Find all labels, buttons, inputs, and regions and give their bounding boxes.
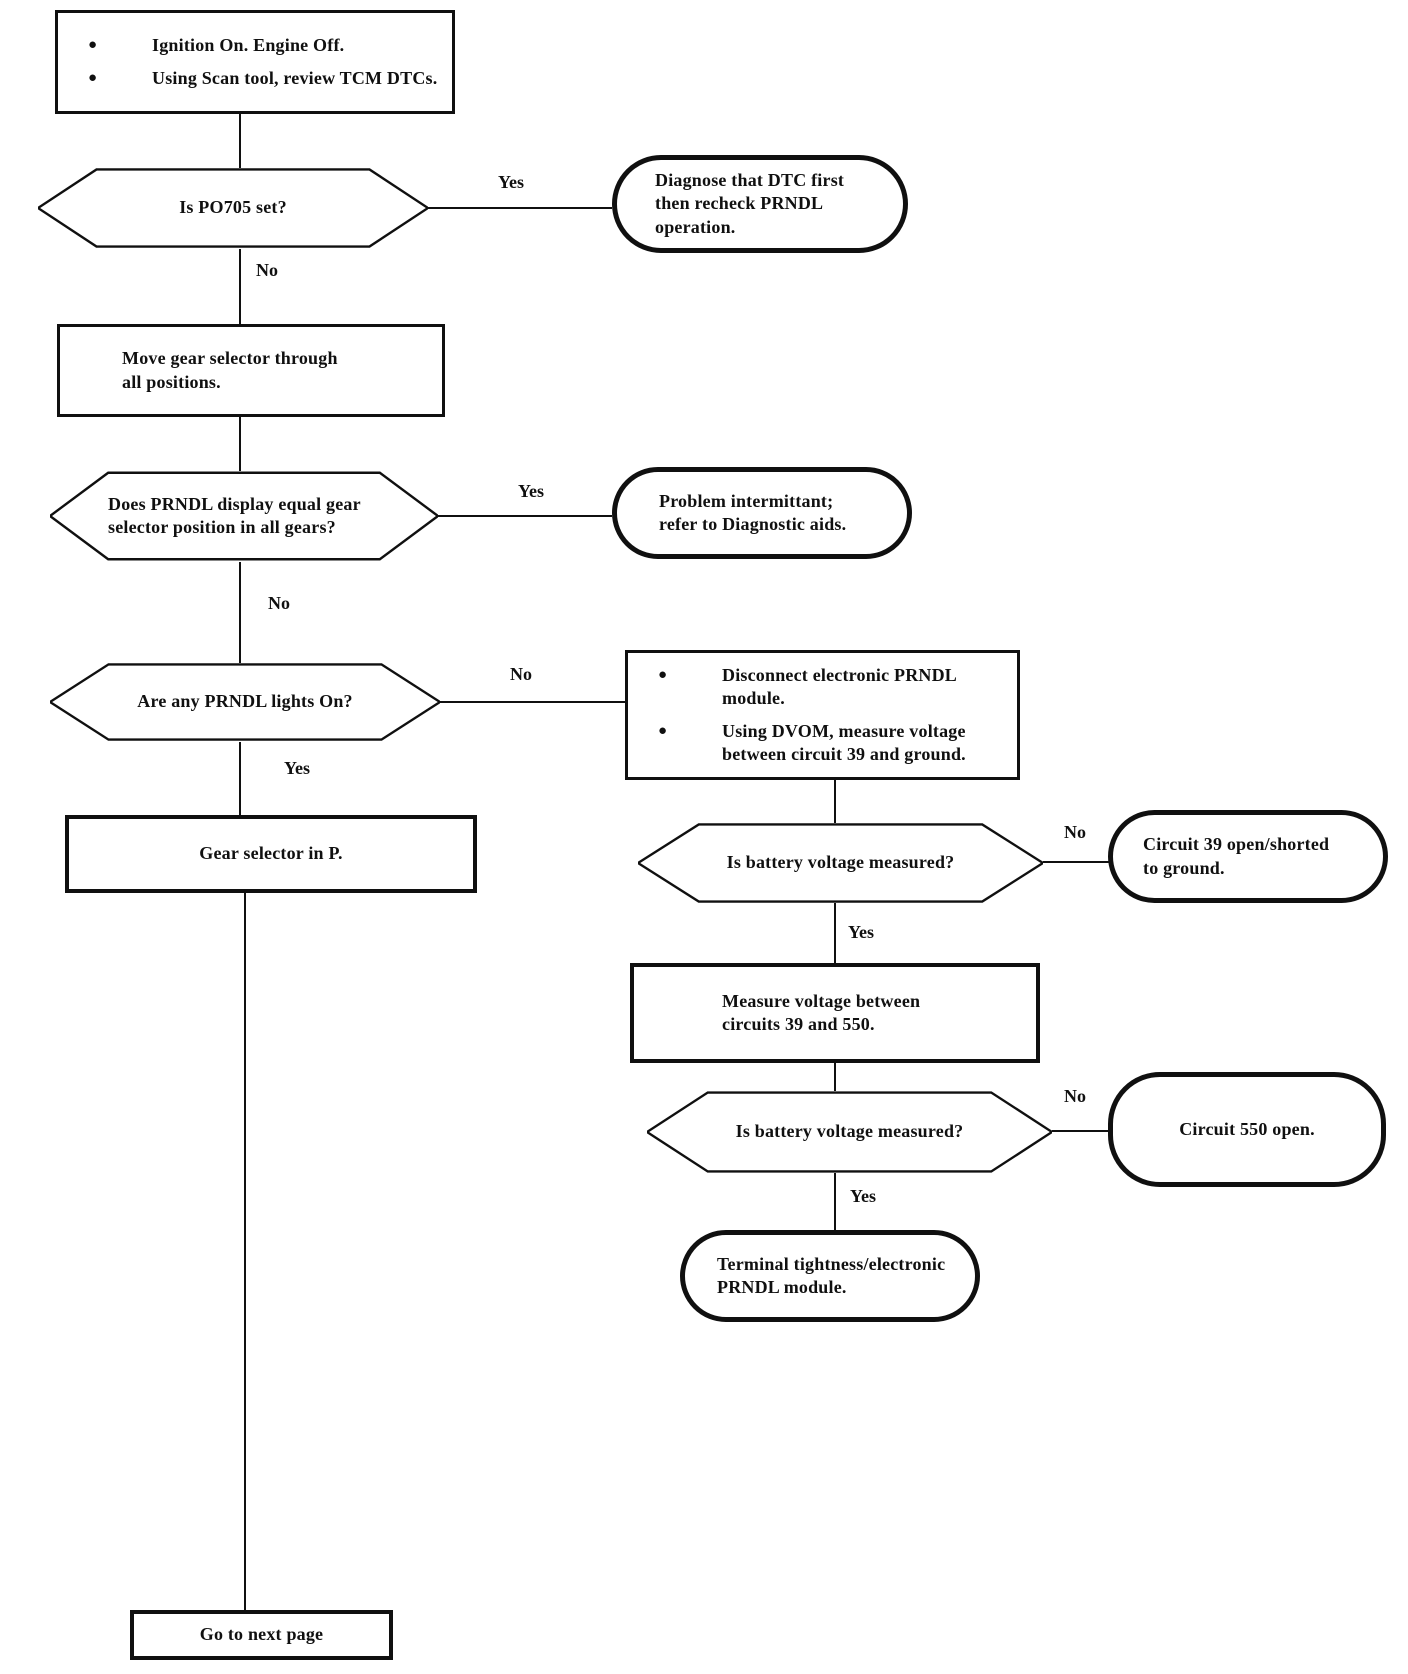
connector-display-no — [239, 562, 241, 663]
terminal-text: Problem intermittant; refer to Diagnosti… — [659, 490, 847, 534]
terminal-text: Circuit 39 open/shorted to ground. — [1143, 834, 1330, 878]
decision-text: Are any PRNDL lights On? — [137, 691, 353, 712]
action-move-gear-selector: Move gear selector through all positions… — [57, 324, 445, 417]
connector-battery1-no — [1043, 861, 1109, 863]
decision-battery-voltage-2: Is battery voltage measured? — [647, 1090, 1052, 1174]
connector-p0705-no — [239, 249, 241, 324]
decision-prndl-display-equal: Does PRNDL display equal gear selector p… — [50, 470, 438, 562]
label-no: No — [1062, 1086, 1088, 1107]
action-text: Go to next page — [199, 1624, 324, 1645]
action-text: Measure voltage between circuits 39 and … — [722, 990, 921, 1034]
bullet-icon: ● — [88, 36, 98, 53]
action-text: Ignition On. Engine Off. — [152, 34, 345, 55]
action-ignition-scan: ● Ignition On. Engine Off. ● Using Scan … — [55, 10, 455, 114]
decision-text: Does PRNDL display equal gear selector p… — [108, 493, 361, 537]
connector-move-to-display — [239, 417, 241, 471]
bullet-icon: ● — [658, 666, 668, 683]
hexagon-shape — [50, 662, 440, 742]
terminal-circuit550-open: Circuit 550 open. — [1108, 1072, 1386, 1187]
label-yes: Yes — [496, 172, 526, 193]
bullet-item: ● Using DVOM, measure voltage between ci… — [628, 720, 1017, 766]
connector-lights-yes — [239, 742, 241, 816]
hexagon-shape — [38, 167, 428, 249]
action-text: Disconnect electronic PRNDL module. — [722, 664, 958, 708]
label-yes: Yes — [846, 922, 876, 943]
label-yes: Yes — [516, 481, 546, 502]
connector-start-to-p0705 — [239, 114, 241, 168]
hexagon-shape — [638, 822, 1043, 904]
terminal-text: Circuit 550 open. — [1179, 1118, 1315, 1139]
action-go-to-next-page: Go to next page — [130, 1610, 393, 1660]
decision-text: Is battery voltage measured? — [726, 852, 955, 873]
connector-battery2-no — [1052, 1130, 1109, 1132]
action-text: Using DVOM, measure voltage between circ… — [722, 721, 966, 765]
bullet-item: ● Disconnect electronic PRNDL module. — [628, 664, 1017, 710]
connector-battery1-yes — [834, 903, 836, 964]
label-no: No — [1062, 822, 1088, 843]
decision-p0705-set: Is PO705 set? — [38, 167, 428, 249]
connector-p0705-yes — [428, 207, 612, 209]
action-measure-39-550: Measure voltage between circuits 39 and … — [630, 963, 1040, 1063]
label-yes: Yes — [848, 1186, 878, 1207]
terminal-text: Terminal tightness/electronic PRNDL modu… — [717, 1253, 946, 1297]
bullet-item: ● Using Scan tool, review TCM DTCs. — [58, 67, 452, 90]
bullet-icon: ● — [658, 723, 668, 739]
decision-text: Is PO705 set? — [179, 197, 287, 218]
action-text: Gear selector in P. — [199, 843, 343, 864]
label-no: No — [266, 593, 292, 614]
terminal-diagnose-dtc: Diagnose that DTC first then recheck PRN… — [612, 155, 908, 253]
terminal-problem-intermittent: Problem intermittant; refer to Diagnosti… — [612, 467, 912, 559]
connector-gearp-to-nextpage — [244, 892, 246, 1611]
action-text: Move gear selector through all positions… — [122, 348, 338, 392]
bullet-item: ● Ignition On. Engine Off. — [58, 34, 452, 57]
connector-battery2-yes — [834, 1173, 836, 1231]
connector-disconnect-to-battery1 — [834, 779, 836, 823]
connector-measure-to-battery2 — [834, 1062, 836, 1091]
connector-lights-no — [440, 701, 625, 703]
decision-battery-voltage-1: Is battery voltage measured? — [638, 822, 1043, 904]
action-gear-selector-in-p: Gear selector in P. — [65, 815, 477, 893]
label-yes: Yes — [282, 758, 312, 779]
action-text: Using Scan tool, review TCM DTCs. — [152, 68, 438, 88]
decision-text: Is battery voltage measured? — [735, 1121, 964, 1142]
decision-prndl-lights-on: Are any PRNDL lights On? — [50, 662, 440, 742]
bullet-icon: ● — [88, 70, 98, 86]
terminal-circuit39-open: Circuit 39 open/shorted to ground. — [1108, 810, 1388, 903]
connector-display-yes — [438, 515, 612, 517]
label-no: No — [508, 664, 534, 685]
label-no: No — [254, 260, 280, 281]
terminal-text: Diagnose that DTC first then recheck PRN… — [655, 170, 845, 237]
action-disconnect-module: ● Disconnect electronic PRNDL module. ● … — [625, 650, 1020, 780]
terminal-tightness-module: Terminal tightness/electronic PRNDL modu… — [680, 1230, 980, 1322]
hexagon-shape — [647, 1090, 1052, 1174]
hexagon-shape — [50, 470, 438, 562]
